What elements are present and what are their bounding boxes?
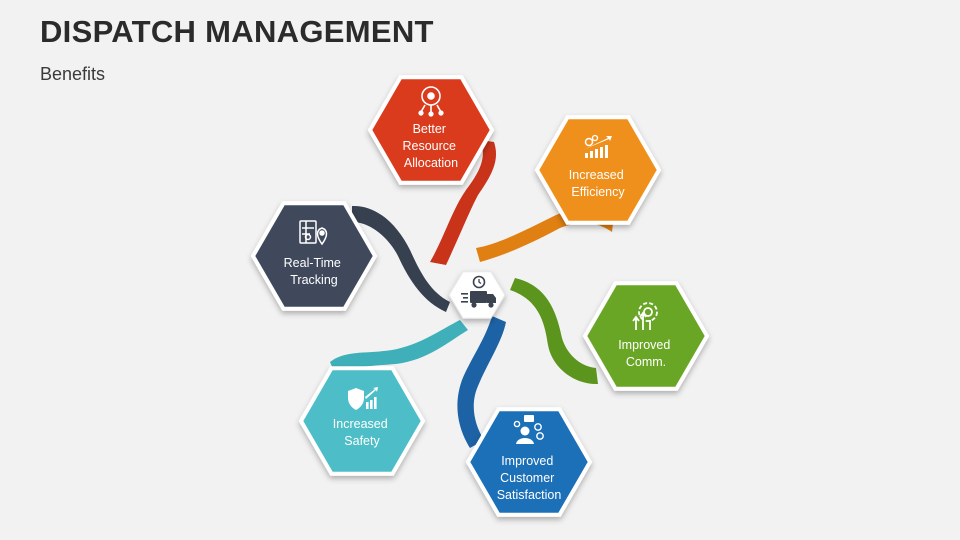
label-improved-customer-satisfaction: Improved Customer Satisfaction (497, 454, 562, 502)
label-line: Allocation (404, 156, 458, 170)
hex-real-time-tracking: Real-Time Tracking (250, 201, 378, 311)
label-increased-safety: Increased Safety (333, 417, 391, 448)
page-title: DISPATCH MANAGEMENT (40, 14, 434, 49)
label-line: Customer (500, 471, 554, 485)
label-increased-efficiency: Increased Efficiency (569, 168, 627, 199)
ribbon-increased-safety (330, 320, 468, 376)
label-improved-comm: Improved Comm. (618, 338, 674, 369)
label-line: Efficiency (571, 185, 625, 199)
ribbon-improved-comm (510, 278, 598, 385)
label-line: Real-Time (284, 256, 341, 270)
customer-feedback-icon (513, 415, 544, 444)
page-subtitle: Benefits (40, 64, 106, 84)
label-line: Resource (403, 139, 457, 153)
label-better-resource-allocation: Better Resource Allocation (403, 122, 460, 170)
dispatch-truck-icon (461, 275, 496, 308)
shield-chart-icon (348, 387, 378, 410)
map-pin-icon (299, 220, 328, 246)
center-hub (448, 271, 506, 319)
hex-increased-safety: Increased Safety (298, 366, 426, 476)
ribbon-improved-customer-satisfaction (457, 316, 506, 448)
ribbon-better-resource-allocation (430, 140, 497, 265)
hex-improved-comm: Improved Comm. (582, 281, 710, 391)
growth-gears-icon (584, 134, 612, 158)
ribbon-real-time-tracking (352, 205, 450, 312)
label-line: Safety (344, 434, 380, 448)
label-line: Improved (501, 454, 553, 468)
label-line: Comm. (626, 355, 666, 369)
label-line: Increased (569, 168, 624, 182)
label-line: Better (413, 122, 446, 136)
label-line: Increased (333, 417, 388, 431)
gear-arrows-icon (632, 302, 658, 330)
label-line: Tracking (290, 273, 338, 287)
label-line: Improved (618, 338, 670, 352)
hex-increased-efficiency: Increased Efficiency (534, 115, 662, 225)
label-line: Satisfaction (497, 488, 562, 502)
hex-better-resource-allocation: Better Resource Allocation (367, 75, 495, 185)
label-real-time-tracking: Real-Time Tracking (284, 256, 345, 287)
hex-improved-customer-satisfaction: Improved Customer Satisfaction (465, 407, 593, 517)
network-head-icon (418, 86, 444, 117)
